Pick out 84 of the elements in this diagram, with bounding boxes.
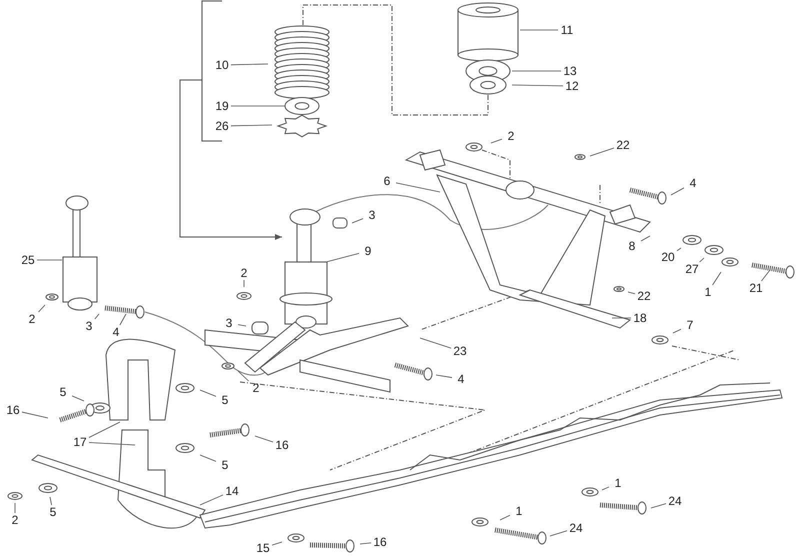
leader-line	[88, 442, 136, 446]
leader-line	[420, 338, 452, 348]
callout-number: 22	[637, 290, 651, 302]
callout-number: 1	[704, 286, 712, 298]
leader-line	[672, 328, 682, 334]
callout-number: 3	[368, 209, 376, 221]
callout-number: 9	[364, 245, 372, 257]
callout-number: 15	[256, 542, 270, 554]
leader-line	[490, 138, 502, 144]
callout-number: 17	[73, 436, 87, 448]
callout-number: 25	[21, 254, 35, 266]
callout-number: 3	[86, 320, 92, 332]
leader-line	[699, 258, 704, 262]
callout-number: 7	[686, 319, 694, 331]
callout-number: 27	[685, 263, 699, 275]
leader-line	[761, 270, 770, 282]
callout-number: 4	[458, 373, 464, 385]
callout-number: 14	[225, 485, 239, 497]
callout-number: 16	[275, 439, 289, 451]
leader-line	[512, 84, 564, 86]
callout-number: 26	[215, 120, 229, 132]
callout-number: 6	[384, 175, 390, 187]
callout-number: 23	[453, 345, 467, 357]
leader-line	[38, 304, 46, 312]
callout-number: 5	[50, 506, 56, 518]
callout-number: 11	[560, 24, 574, 36]
callout-number: 3	[226, 317, 232, 329]
callout-number: 2	[240, 267, 248, 279]
leader-line	[640, 236, 650, 242]
leader-line	[396, 182, 440, 192]
callout-number: 24	[569, 522, 583, 534]
callout-number: 12	[565, 80, 579, 92]
leader-line	[628, 292, 636, 294]
callout-number: 16	[373, 536, 387, 548]
callout-number: 1	[614, 477, 622, 489]
callout-number: 19	[215, 100, 229, 112]
callout-number: 5	[60, 386, 66, 398]
leader-line	[238, 324, 246, 326]
leader-line	[88, 422, 120, 438]
leader-line	[550, 530, 568, 536]
leader-line	[200, 494, 224, 506]
leader-line	[352, 218, 364, 224]
leader-line	[272, 542, 282, 546]
callout-number: 1	[516, 505, 522, 517]
callout-number: 5	[222, 459, 228, 471]
leader-line	[436, 374, 452, 378]
leader-line	[14, 502, 16, 514]
callout-number: 2	[28, 313, 36, 325]
leader-line	[230, 124, 272, 126]
leader-line	[200, 390, 216, 397]
leader-line	[590, 148, 614, 156]
leader-line	[50, 496, 52, 506]
callout-number: 2	[252, 382, 260, 394]
leader-line	[120, 314, 126, 326]
leader-line	[670, 188, 684, 196]
callout-number: 13	[563, 65, 577, 77]
callout-number: 4	[690, 177, 696, 189]
leader-line	[238, 370, 249, 382]
leader-line	[254, 436, 274, 442]
leader-line	[602, 486, 610, 490]
leader-line	[676, 248, 682, 252]
callout-number: 16	[6, 404, 20, 416]
leader-line	[230, 64, 268, 66]
leader-line	[200, 454, 216, 462]
leader-line	[72, 395, 84, 402]
leader-line	[500, 514, 510, 520]
leader-line	[94, 314, 100, 320]
leader-line	[22, 412, 48, 418]
callout-number: 2	[508, 130, 514, 142]
callout-number: 4	[112, 326, 120, 338]
callout-number: 21	[749, 282, 763, 294]
callout-number: 24	[668, 495, 682, 507]
callout-number: 22	[616, 139, 630, 151]
leader-line	[360, 542, 372, 544]
leader-line	[650, 503, 666, 508]
callout-number: 2	[12, 514, 18, 526]
callout-number: 20	[661, 251, 675, 263]
leader-line	[712, 272, 722, 286]
leader-line	[326, 252, 360, 262]
callout-number: 8	[628, 240, 636, 252]
callout-number: 10	[215, 59, 229, 71]
callout-number: 5	[222, 394, 228, 406]
leader-line	[512, 70, 562, 72]
callout-number: 18	[633, 312, 647, 324]
